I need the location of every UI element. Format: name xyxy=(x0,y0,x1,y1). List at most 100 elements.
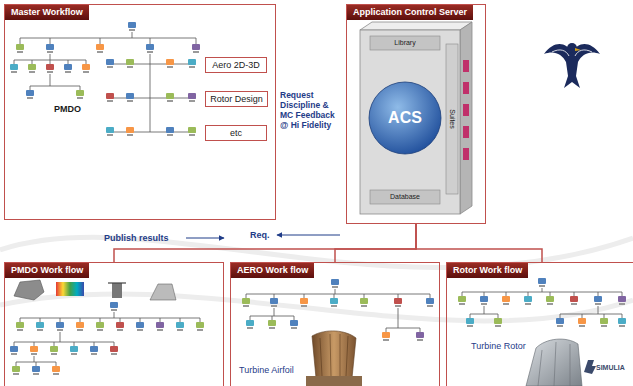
server-graphic xyxy=(446,44,458,194)
airfoil-picture xyxy=(312,331,356,378)
flow-arrow xyxy=(186,238,224,239)
workflow-icon xyxy=(146,44,154,53)
server-graphic xyxy=(360,30,460,214)
workflow-icon xyxy=(594,296,602,305)
workflow-icon xyxy=(270,298,278,307)
workflow-icon xyxy=(16,322,24,331)
workflow-icon xyxy=(578,318,586,327)
workflow-panel: AERO Work flowTurbine Airfoil xyxy=(230,262,440,386)
box-label: Rotor Design xyxy=(210,93,263,105)
server-graphic xyxy=(360,22,472,214)
workflow-icon xyxy=(300,298,308,307)
workflow-icon xyxy=(30,346,38,355)
workflow-icon xyxy=(480,296,488,305)
workflow-icon xyxy=(10,346,18,355)
workflow-icon xyxy=(458,296,466,305)
workflow-icon xyxy=(242,298,250,307)
workflow-icon xyxy=(126,93,134,102)
server-part: Database xyxy=(370,191,440,203)
background-swoosh xyxy=(0,237,633,321)
eagle-logo xyxy=(575,50,592,56)
airfoil-picture xyxy=(306,331,362,386)
workflow-icon xyxy=(50,346,58,355)
process-box: Aero 2D-3D xyxy=(205,57,267,73)
workflow-icon xyxy=(416,332,424,341)
workflow-icon xyxy=(106,59,114,68)
panel-title: Application Control Server xyxy=(347,5,473,20)
workflow-icon xyxy=(126,127,134,136)
brand-logo: SIMULIA xyxy=(596,364,625,372)
workflow-panel: PMDO Work flow xyxy=(4,262,224,386)
workflow-tree xyxy=(14,312,200,366)
workflow-icon xyxy=(330,298,338,307)
server-graphic xyxy=(369,82,441,154)
flow-label: Publish results xyxy=(104,233,169,244)
workflow-icon xyxy=(156,322,164,331)
workflow-icon xyxy=(46,44,54,53)
workflow-icon xyxy=(192,44,200,53)
workflow-icon xyxy=(16,44,24,53)
panel-title: PMDO Work flow xyxy=(5,263,89,278)
workflow-tree xyxy=(14,32,196,132)
eagle-logo xyxy=(567,43,577,53)
rotor-picture xyxy=(526,339,582,386)
connector-line xyxy=(416,224,542,262)
process-box: etc xyxy=(205,125,267,141)
workflow-icon xyxy=(76,90,84,99)
server-core: ACS xyxy=(380,108,430,128)
brand-mark xyxy=(584,360,596,374)
rotor-picture xyxy=(538,342,570,386)
workflow-icon xyxy=(70,346,78,355)
workflow-icon xyxy=(10,302,204,375)
flow-arrow xyxy=(277,235,340,236)
workflow-icon xyxy=(502,296,510,305)
workflow-icon xyxy=(570,296,578,305)
workflow-icon xyxy=(166,59,174,68)
workflow-icon xyxy=(166,127,174,136)
flow-label: Req. xyxy=(250,230,270,241)
workflow-icon xyxy=(196,322,204,331)
workflow-icon xyxy=(76,322,84,331)
workflow-tree xyxy=(462,288,622,318)
server-graphic xyxy=(360,22,472,30)
part-caption: Turbine Rotor xyxy=(471,341,526,352)
workflow-icon xyxy=(524,296,532,305)
connector-line xyxy=(335,224,416,262)
workflow-icon xyxy=(188,59,196,68)
workflow-icon xyxy=(556,318,564,327)
server-graphic xyxy=(370,190,440,204)
workflow-icon xyxy=(52,366,60,375)
workflow-icon xyxy=(166,93,174,102)
workflow-icon xyxy=(394,298,402,307)
workflow-icon xyxy=(90,346,98,355)
workflow-icon xyxy=(82,64,90,73)
airfoil-picture xyxy=(320,334,348,376)
workflow-icon xyxy=(268,320,276,329)
workflow-icon xyxy=(106,127,114,136)
server-part: Suites xyxy=(446,99,458,139)
workflow-tree xyxy=(246,289,430,332)
background-swoosh xyxy=(0,294,633,321)
workflow-icon xyxy=(10,64,18,73)
workflow-icon xyxy=(96,44,104,53)
workflow-tree xyxy=(462,288,622,318)
server-graphic xyxy=(463,60,469,72)
server-graphic xyxy=(463,148,469,160)
workflow-icon xyxy=(28,64,36,73)
workflow-icon xyxy=(32,366,40,375)
workflow-tree xyxy=(246,289,430,332)
workflow-icon xyxy=(96,322,104,331)
workflow-icon xyxy=(426,298,434,307)
box-label: etc xyxy=(230,127,242,139)
workflow-icon xyxy=(126,59,134,68)
workflow-icon xyxy=(46,64,54,73)
part-picture xyxy=(112,283,122,298)
workflow-icon xyxy=(188,127,196,136)
workflow-icon xyxy=(494,318,502,327)
panel-title: Master Workflow xyxy=(5,5,89,20)
group-label: PMDO xyxy=(54,104,81,115)
workflow-icon xyxy=(538,278,546,287)
eagle-logo xyxy=(544,43,600,88)
